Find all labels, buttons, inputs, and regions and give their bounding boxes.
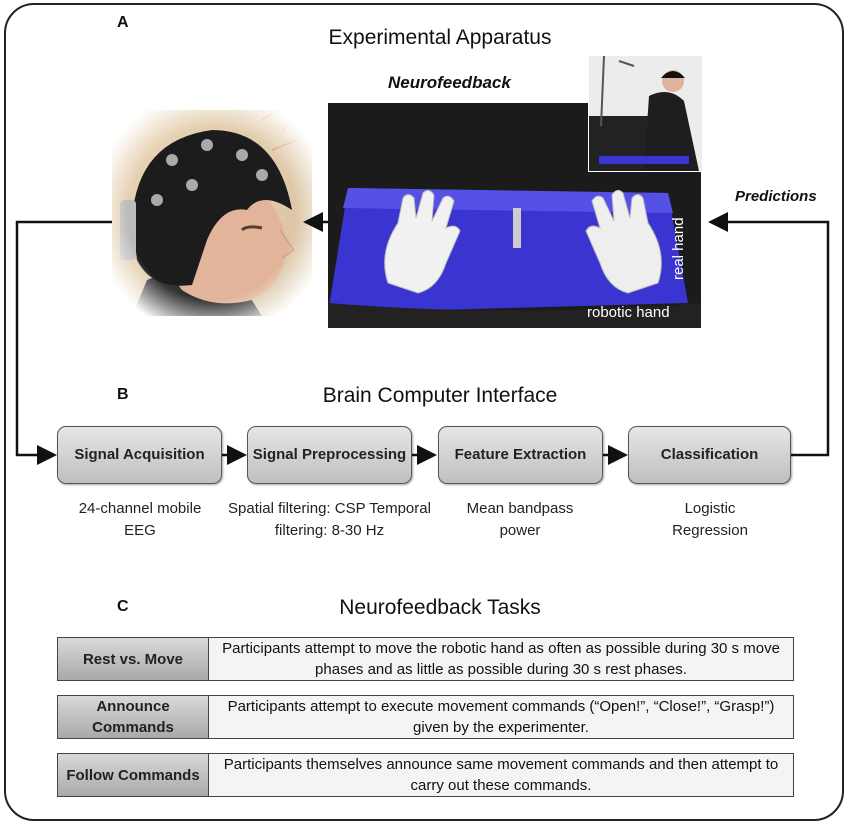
participant-eeg-photo	[112, 110, 312, 316]
task-label: Announce Commands	[58, 696, 209, 738]
stage-classification-desc: Logistic Regression	[672, 500, 748, 539]
task-description: Participants attempt to execute movement…	[227, 698, 775, 736]
stage-signal-preprocessing: Signal Preprocessing	[247, 426, 412, 484]
robotic-hand-label: robotic hand	[587, 304, 670, 321]
task-row-rest-vs-move: Rest vs. Move Participants attempt to mo…	[57, 637, 794, 681]
neurofeedback-setup-photo	[328, 103, 701, 328]
section-c-letter: C	[117, 598, 129, 615]
stage-feature-extraction: Feature Extraction	[438, 426, 603, 484]
neurofeedback-label: Neurofeedback	[388, 73, 511, 92]
eeg-to-acquisition-arrow	[15, 220, 112, 465]
section-a-title: Experimental Apparatus	[328, 26, 552, 49]
task-row-follow-commands: Follow Commands Participants themselves …	[57, 753, 794, 797]
figure-frame	[4, 3, 844, 821]
stage-feature-extraction-desc: Mean bandpass power	[466, 500, 574, 539]
task-description: Participants themselves announce same mo…	[223, 756, 779, 794]
predictions-arrow	[708, 212, 830, 457]
stage-signal-acquisition-desc: 24-channel mobile EEG	[78, 500, 202, 539]
section-c-title: Neurofeedback Tasks	[339, 596, 541, 619]
section-a-letter: A	[117, 14, 129, 31]
section-b-title: Brain Computer Interface	[322, 384, 558, 407]
stage-classification: Classification	[628, 426, 791, 484]
task-description: Participants attempt to move the robotic…	[222, 640, 780, 678]
task-label: Rest vs. Move	[58, 638, 209, 680]
section-b-letter: B	[117, 386, 129, 403]
task-label: Follow Commands	[58, 754, 209, 796]
inset-participant-photo	[588, 55, 703, 172]
predictions-label: Predictions	[735, 188, 817, 205]
task-row-announce-commands: Announce Commands Participants attempt t…	[57, 695, 794, 739]
stage-signal-acquisition: Signal Acquisition	[57, 426, 222, 484]
stage-signal-preprocessing-desc: Spatial filtering: CSP Temporal filterin…	[228, 500, 431, 539]
